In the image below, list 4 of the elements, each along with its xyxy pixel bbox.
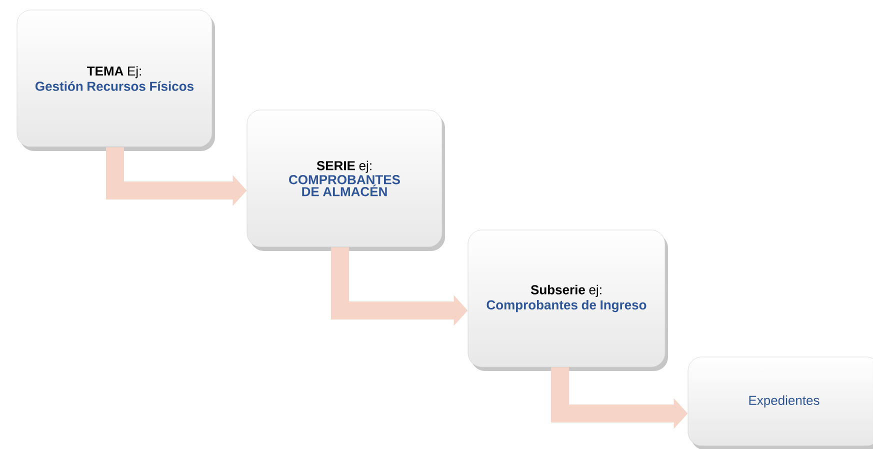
process-box: SERIE ej: COMPROBANTES DE ALMACÉN (246, 110, 445, 251)
process-box: Subserie ej: Comprobantes de Ingreso (468, 230, 668, 371)
process-box: Expedientes (688, 356, 873, 449)
process-box: TEMA Ej: Gestión Recursos Físicos (16, 10, 215, 151)
